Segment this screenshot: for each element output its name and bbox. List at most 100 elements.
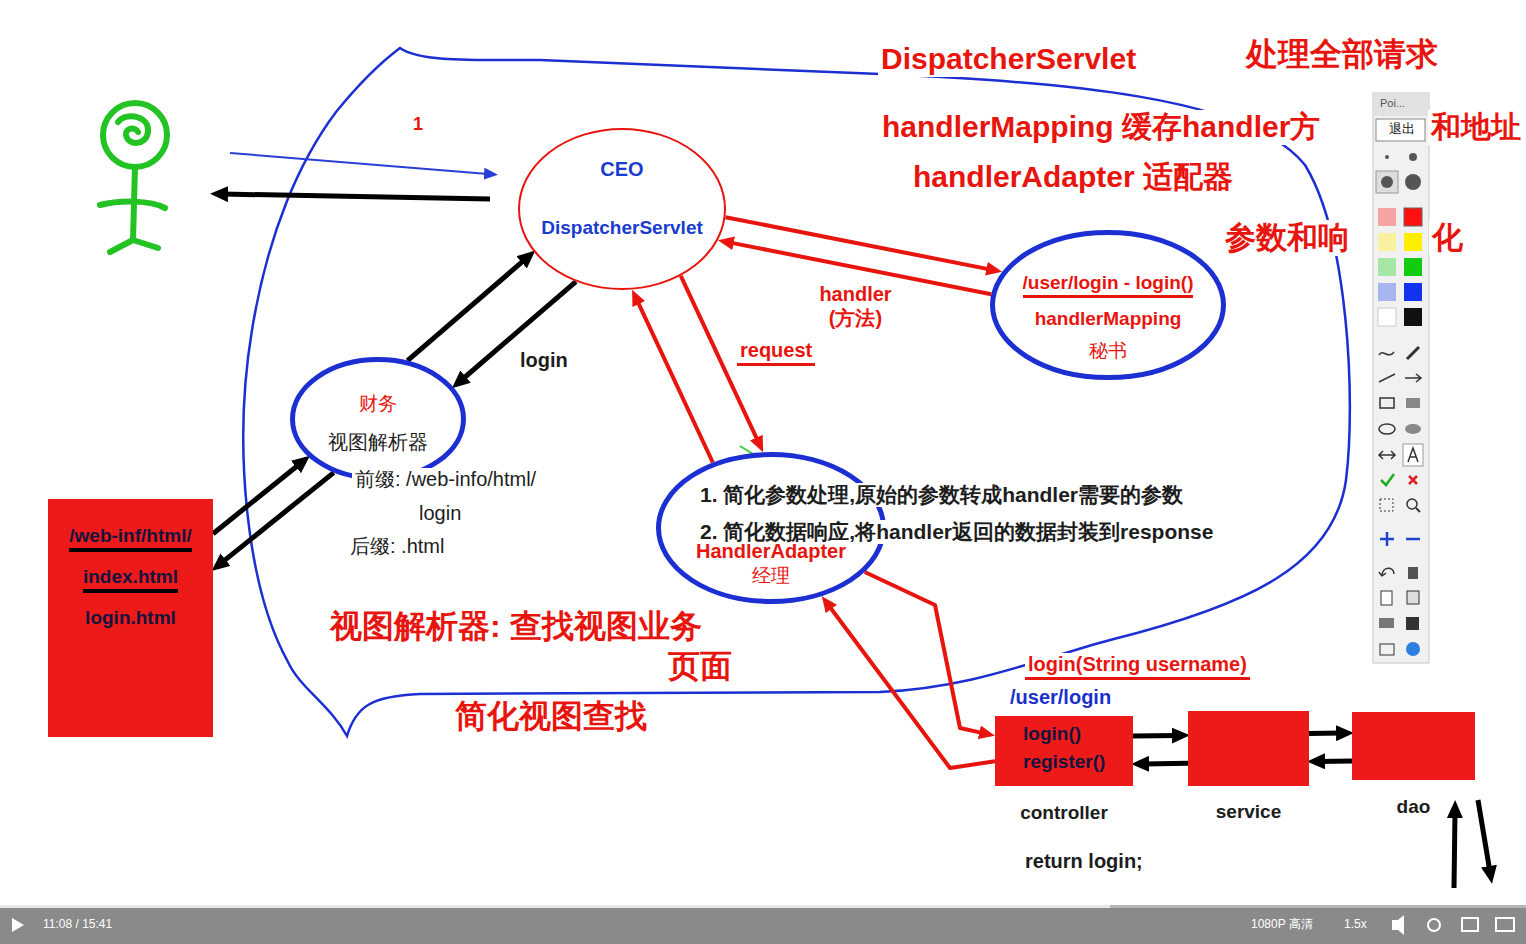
drawing-toolbar [1373, 93, 1429, 663]
color-swatch [1378, 233, 1396, 251]
database-arrow [1454, 812, 1455, 888]
toolbar-title: Poi... [1377, 97, 1408, 110]
annotation-title: DispatcherServlet [878, 42, 1139, 77]
node-text: login.html [85, 607, 176, 629]
color-swatch [1404, 308, 1422, 326]
player-time: 11:08 / 15:41 [40, 918, 115, 932]
node-text: 视图解析器 [328, 431, 428, 454]
ceo-circle: CEO DispatcherServlet [518, 128, 726, 290]
play-icon [12, 918, 24, 932]
tool-icon [1405, 424, 1421, 434]
tool-icon [1381, 474, 1394, 485]
node-text: DispatcherServlet [541, 217, 703, 239]
flow-arrow [1133, 733, 1178, 739]
tool-icon [1407, 347, 1419, 359]
view-resolver-circle: 财务视图解析器 [290, 357, 466, 481]
annotation-note: 化 [1429, 220, 1466, 256]
tool-icon [1381, 591, 1392, 605]
node-text: 财务 [359, 393, 397, 415]
annotation-note: 参数和响 [1222, 220, 1352, 256]
toolbar-title [1374, 94, 1428, 116]
tool-icon [1406, 538, 1420, 541]
player-quality: 1080P 高清 [1248, 918, 1316, 932]
pen-size [1385, 155, 1389, 159]
node-text: /user/login - login() [1023, 272, 1194, 298]
flow-arrow [1143, 761, 1188, 767]
annotation-note: handlerMapping 缓存handler方 [879, 110, 1323, 145]
tool-icon [1407, 591, 1419, 604]
request-path: /user/login [1007, 686, 1114, 709]
node-heading: dao [1397, 796, 1431, 818]
color-swatch [1404, 233, 1422, 251]
flow-arrow [1319, 758, 1352, 764]
flow-arrow [1309, 731, 1342, 737]
method-signature: login(String username) [1025, 653, 1250, 680]
edge-label: login [517, 348, 571, 372]
circle-outline [518, 128, 726, 290]
circle-outline-stroke [293, 360, 464, 479]
annotation-note: 和地址 [1428, 110, 1524, 145]
tool-icon [1405, 374, 1421, 382]
user-figure [100, 103, 167, 252]
annotation-note: 视图解析器: 查找视图业务 [327, 608, 705, 645]
player-speed: 1.5x [1341, 918, 1370, 932]
circle-outline-stroke [993, 233, 1224, 378]
circle-outline-stroke [519, 129, 725, 289]
tool-icon [1408, 448, 1418, 462]
color-swatch [1378, 308, 1396, 326]
color-swatch [1378, 208, 1396, 226]
tool-icon [1408, 567, 1418, 579]
config-note: 前缀: /web-info/html/ [352, 468, 539, 491]
flow-arrow [726, 217, 993, 270]
player-icons [1496, 918, 1514, 931]
pen-size [1381, 176, 1393, 188]
tool-icon [1379, 352, 1394, 355]
color-swatch [1404, 208, 1422, 226]
progress-track [0, 905, 1526, 908]
tool-icon [1380, 398, 1394, 408]
tool-icon [1380, 644, 1394, 655]
node-heading: service [1216, 801, 1282, 823]
tool-icon [1379, 618, 1394, 628]
color-swatch [1404, 283, 1422, 301]
tool-icon [1379, 424, 1395, 434]
annotation-note: 简化视图查找 [452, 698, 650, 735]
config-note: 后缀: .html [347, 535, 447, 558]
node-text: register() [1023, 751, 1105, 773]
tool-icon [1406, 617, 1419, 630]
player-icons [1392, 915, 1404, 935]
toolbar-panel [1373, 93, 1429, 663]
player-icons [1428, 919, 1440, 931]
request-arrow [230, 153, 488, 174]
node-text: 秘书 [1089, 340, 1127, 362]
flow-arrow [221, 473, 334, 564]
figure-head [103, 103, 167, 167]
flow-arrow [213, 463, 301, 534]
player-icons [1462, 918, 1478, 931]
tool-icon [1409, 476, 1417, 484]
annotation-note: 页面 [665, 648, 735, 685]
code-note: return login; [1022, 850, 1146, 873]
tool-icon [1416, 508, 1420, 512]
flow-arrow [408, 258, 527, 360]
tool-icon [1379, 451, 1395, 459]
toolbar-button: 退出 [1386, 122, 1418, 137]
node-text: index.html [83, 566, 178, 593]
color-swatch [1378, 258, 1396, 276]
system-boundary [243, 48, 1349, 736]
flow-arrow [828, 604, 995, 768]
adapter-duty: 1. 简化参数处理,原始的参数转成handler需要的参数 [697, 483, 1186, 507]
node-text: /web-inf/html/ [69, 525, 191, 552]
annotation-note: 处理全部请求 [1243, 36, 1441, 73]
response-arrow [222, 194, 490, 199]
database-arrow [1478, 800, 1490, 872]
pen-size-frame [1376, 171, 1398, 193]
node-heading: controller [1020, 802, 1108, 824]
figure-face [118, 116, 148, 143]
progress-played [0, 905, 1110, 908]
node-text: CEO [600, 158, 643, 181]
edge-label: request [737, 338, 815, 366]
color-swatch [1378, 283, 1396, 301]
callout-number: 1 [410, 114, 426, 135]
